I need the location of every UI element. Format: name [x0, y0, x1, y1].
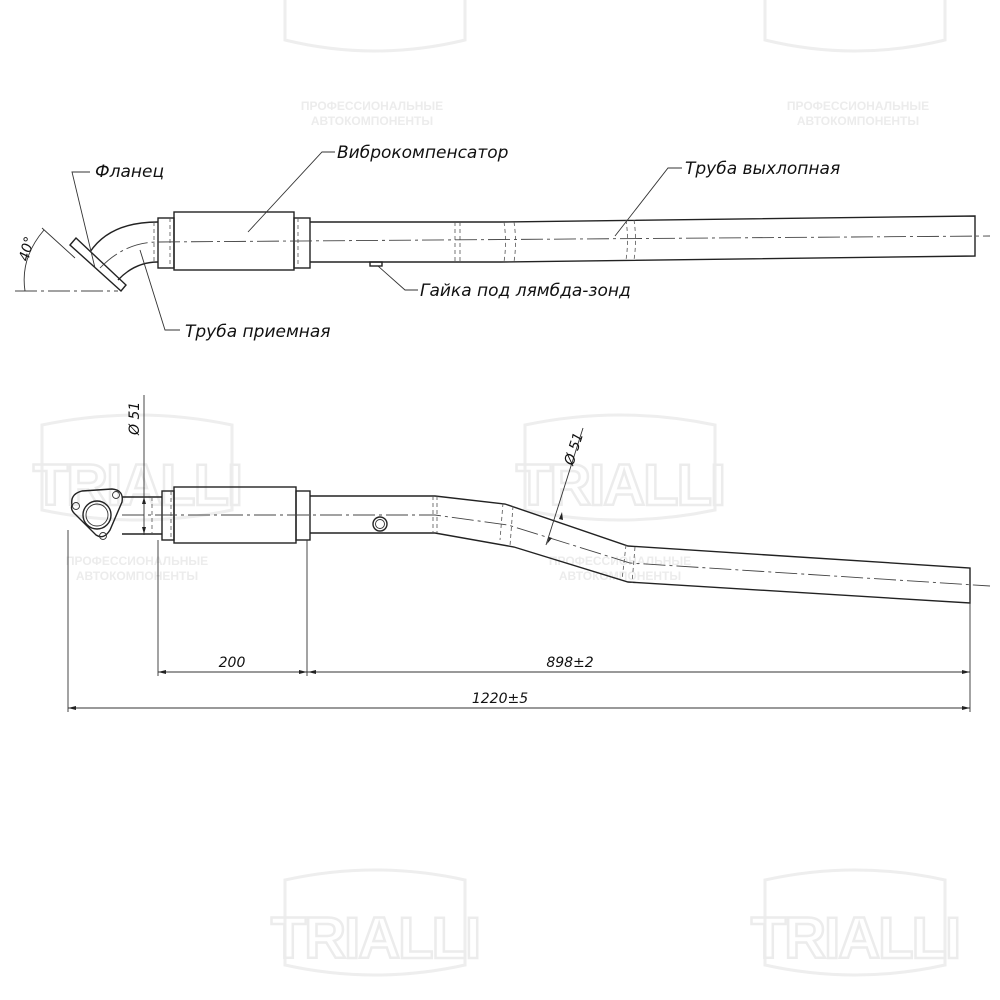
watermark-mid-left: TRIALLI ПРОФЕССИОНАЛЬНЫЕ АВТОКОМПОНЕНТЫ — [32, 413, 244, 583]
svg-text:TRIALLI: TRIALLI — [271, 906, 479, 971]
watermark-bottom-left: TRIALLI — [270, 868, 482, 977]
dim-898: 898±2 — [546, 655, 593, 671]
svg-text:ПРОФЕССИОНАЛЬНЫЕ: ПРОФЕССИОНАЛЬНЫЕ — [787, 99, 929, 113]
watermark-top-right: ПРОФЕССИОНАЛЬНЫЕ АВТОКОМПОНЕНТЫ — [763, 0, 947, 128]
diameter-label-left: Ø 51 — [127, 402, 143, 436]
svg-text:АВТОКОМПОНЕНТЫ: АВТОКОМПОНЕНТЫ — [311, 114, 433, 128]
svg-text:АВТОКОМПОНЕНТЫ: АВТОКОМПОНЕНТЫ — [76, 569, 198, 583]
watermark-bottom-right: TRIALLI — [750, 868, 962, 977]
svg-text:АВТОКОМПОНЕНТЫ: АВТОКОМПОНЕНТЫ — [797, 114, 919, 128]
leader-exhaust-pipe: Труба выхлопная — [614, 159, 840, 237]
dimension-lines: 200 898±2 1220±5 — [67, 530, 971, 712]
flange-triangle — [70, 488, 123, 538]
dim-1220: 1220±5 — [472, 691, 528, 707]
label-flange: Фланец — [95, 162, 164, 182]
leader-intake-pipe: Труба приемная — [139, 249, 331, 342]
top-view-pipe: 40° — [15, 211, 991, 293]
svg-text:АВТОКОМПОНЕНТЫ: АВТОКОМПОНЕНТЫ — [559, 569, 681, 583]
label-exhaust-pipe: Труба выхлопная — [685, 159, 840, 179]
svg-text:ПРОФЕССИОНАЛЬНЫЕ: ПРОФЕССИОНАЛЬНЫЕ — [66, 554, 208, 568]
svg-text:ПРОФЕССИОНАЛЬНЫЕ: ПРОФЕССИОНАЛЬНЫЕ — [301, 99, 443, 113]
lambda-nut-boss — [372, 516, 388, 532]
watermark-top-left: ПРОФЕССИОНАЛЬНЫЕ АВТОКОМПОНЕНТЫ — [283, 0, 467, 128]
angle-label: 40° — [16, 235, 38, 263]
dim-200: 200 — [219, 655, 246, 671]
side-view-pipe: Ø 51 Ø 51 — [70, 395, 991, 604]
svg-text:TRIALLI: TRIALLI — [33, 453, 241, 518]
flange-plate — [69, 236, 127, 293]
leader-flange: Фланец — [71, 162, 164, 269]
label-intake-pipe: Труба приемная — [185, 322, 331, 342]
label-vibration-compensator: Виброкомпенсатор — [337, 143, 509, 163]
label-lambda-nut: Гайка под лямбда-зонд — [420, 281, 631, 301]
leader-compensator: Виброкомпенсатор — [247, 143, 509, 233]
leader-lambda-nut: Гайка под лямбда-зонд — [377, 265, 631, 301]
svg-text:TRIALLI: TRIALLI — [751, 906, 959, 971]
lambda-nut — [369, 261, 383, 267]
svg-text:TRIALLI: TRIALLI — [516, 453, 724, 518]
